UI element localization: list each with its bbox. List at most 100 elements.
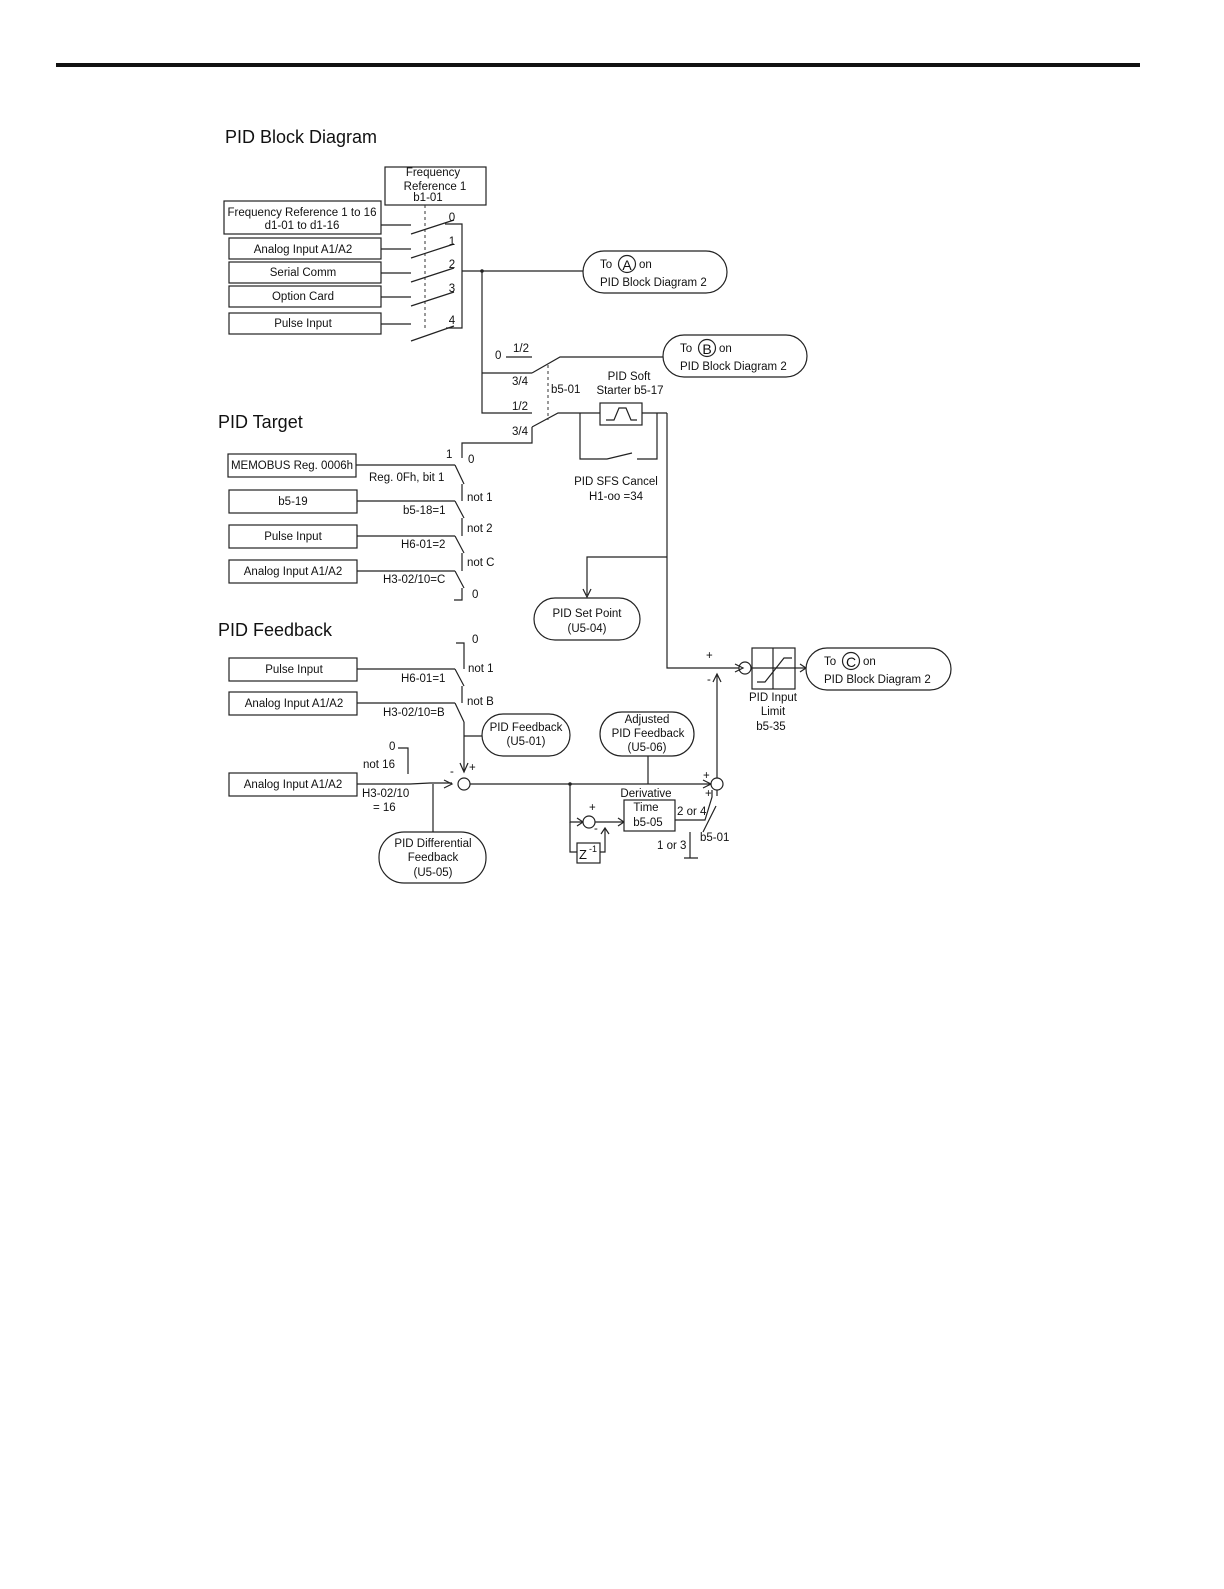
connector-b: To B on PID Block Diagram 2: [662, 334, 808, 378]
input-limit-line1: PID Input: [749, 692, 798, 704]
source-freq-ref-line2: d1-01 to d1-16: [265, 220, 340, 232]
selector-pos-2: 2: [449, 259, 455, 271]
setpoint-oval-group: PID Set Point (U5-04): [533, 597, 641, 641]
source-freq-ref-line1: Frequency Reference 1 to 16: [228, 207, 377, 219]
freq-ref-selector: Frequency Reference 1 b1-01 Frequency Re…: [223, 166, 487, 342]
soft-starter-box: [599, 402, 643, 426]
final-to-main-arrow: [712, 672, 722, 683]
sum-feedback-minus: -: [450, 766, 454, 778]
pid-feedback-oval: [481, 713, 571, 757]
input-limit-curve: [757, 657, 792, 683]
input-limit-line3: b5-35: [756, 721, 785, 733]
selector-bus: [445, 223, 463, 329]
feedback-pos-0: 0: [472, 634, 478, 646]
setpoint-arrow: [582, 588, 592, 599]
pid-feedback-line2: (U5-01): [507, 736, 546, 748]
derivative-label: Derivative: [620, 788, 671, 800]
connector-c-badge: [841, 651, 861, 671]
pid-target-title: PID Target: [218, 412, 303, 432]
sum-main-plus: +: [706, 650, 713, 662]
derivative-time-line1: Time: [633, 802, 658, 814]
diff-oval-line3: (U5-05): [414, 867, 453, 879]
sum-final-plus-a: +: [703, 770, 710, 782]
connector-a-suffix: on: [639, 259, 652, 271]
diagram-title: PID Block Diagram: [225, 127, 377, 147]
target-pos-not1: not 1: [467, 492, 493, 504]
pid-target-selector: MEMOBUS Reg. 0006h b5-19 Pulse Input Ana…: [227, 449, 495, 601]
sum-main-arrow: [734, 663, 745, 673]
delay-input: [569, 822, 577, 853]
derivative-path: + - Z -1 Derivative Time b5-05 2 or 4 1 …: [569, 784, 729, 864]
diff-pos-0: 0: [389, 741, 395, 753]
target-pos-not2: not 2: [467, 523, 493, 535]
feedback-pos-not1: not 1: [468, 663, 494, 675]
target-chain: [454, 484, 463, 601]
diff-cond-line1: H3-02/10: [362, 788, 409, 800]
input-limit-line2: Limit: [761, 706, 786, 718]
sum-main-minus: -: [707, 674, 711, 686]
feedback-contacts: [454, 668, 465, 723]
source-freq-ref-box: [223, 200, 382, 235]
connector-c-letter: C: [846, 654, 856, 670]
target-input-lines: [356, 464, 455, 572]
diff-oval-line2: Feedback: [408, 852, 459, 864]
freq-ref-1-line3: b1-01: [413, 192, 442, 204]
b501-switch: 0 1/2 3/4 1/2 3/4 b5-01: [461, 271, 663, 458]
setpoint-main-line: [666, 413, 744, 669]
selector-pos-1: 1: [449, 236, 455, 248]
delay-exponent: -1: [589, 844, 597, 854]
target-pos-notc: not C: [467, 557, 495, 569]
derivative-ground-switch: [684, 790, 718, 859]
target-cond-memobus: Reg. 0Fh, bit 1: [369, 472, 444, 484]
b501-3-4-lower: 3/4: [512, 426, 529, 438]
diff-zero-contact: [398, 747, 409, 774]
b501-upper-contact: [531, 356, 663, 374]
delay-output-arrow: [600, 826, 610, 835]
connector-c-suffix: on: [863, 656, 876, 668]
delay-label: Z: [579, 847, 587, 862]
sfs-cancel-line1: PID SFS Cancel: [574, 476, 658, 488]
b501-lower-contact: [531, 412, 600, 428]
target-contacts: [454, 464, 465, 589]
derivative-pos-2or4: 2 or 4: [677, 806, 707, 818]
feedback-pulse-label: Pulse Input: [265, 664, 323, 676]
soft-starter: PID Soft Starter b5-17 PID SFS Cancel H1…: [574, 371, 667, 503]
derivative-time-line2: b5-05: [633, 817, 662, 829]
feedback-cond-h302: H3-02/10=B: [383, 707, 445, 719]
setpoint-line2: (U5-04): [568, 623, 607, 635]
source-analog-label: Analog Input A1/A2: [254, 244, 352, 256]
connector-c-prefix: To: [824, 656, 836, 668]
adjusted-oval: [599, 711, 695, 757]
sfs-bypass-return: [637, 413, 658, 460]
connector-a-letter: A: [622, 257, 632, 273]
feedback-analog-label: Analog Input A1/A2: [245, 698, 343, 710]
sum-junction-final: [710, 777, 724, 791]
connector-c-oval: [805, 647, 952, 691]
sum-feedback-plus: +: [469, 762, 476, 774]
connector-a-prefix: To: [600, 259, 612, 271]
sfs-bypass-switch: [579, 413, 633, 460]
freq-ref-1-line2: Reference 1: [404, 181, 467, 193]
source-pulse-label: Pulse Input: [274, 318, 332, 330]
feedback-zero-contact: [456, 642, 465, 651]
target-pos-0-lower: 0: [472, 589, 478, 601]
connector-b-suffix: on: [719, 343, 732, 355]
freq-ref-1-line1: Frequency: [406, 167, 461, 179]
setpoint-oval: [533, 597, 641, 641]
b501-to-target-line: [461, 427, 533, 458]
selector-pos-4: 4: [449, 315, 456, 327]
input-limit: PID Input Limit b5-35: [749, 647, 808, 733]
connector-c-line2: PID Block Diagram 2: [824, 674, 931, 686]
soft-starter-line2: Starter b5-17: [596, 385, 663, 397]
setpoint-monitor-line: [586, 556, 667, 595]
target-b519-label: b5-19: [278, 496, 307, 508]
derivative-output-switch: [675, 790, 713, 821]
connector-b-letter: B: [702, 341, 711, 357]
source-serial-label: Serial Comm: [270, 267, 336, 279]
diff-oval-line1: PID Differential: [394, 838, 471, 850]
delay-output: [600, 828, 606, 853]
ramp-icon: [606, 407, 637, 421]
diff-input-line: [357, 782, 452, 785]
